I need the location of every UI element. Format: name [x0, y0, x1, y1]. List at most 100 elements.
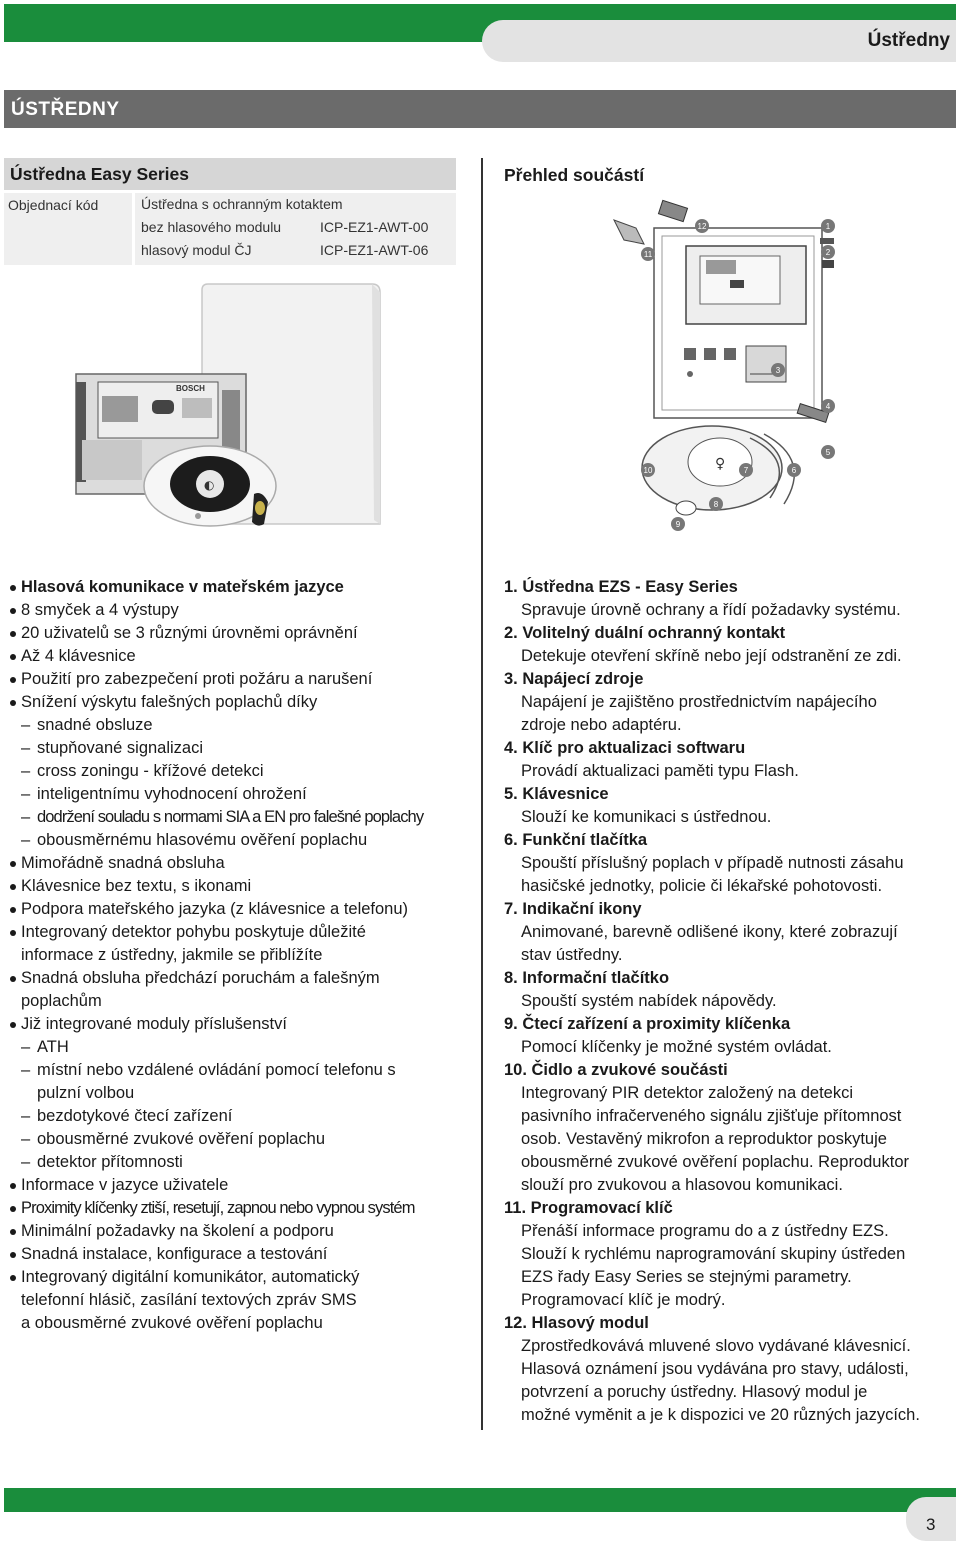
part-title: 1. Ústředna EZS - Easy Series — [504, 578, 738, 596]
part-description: EZS řady Easy Series se stejnými paramet… — [521, 1268, 852, 1286]
footer-band — [4, 1488, 956, 1512]
part-description: Programovací klíč je modrý. — [521, 1291, 726, 1309]
part-title: 9. Čtecí zařízení a proximity klíčenka — [504, 1015, 791, 1033]
callout-5: 5 — [826, 448, 831, 457]
order-values-cell: Ústředna s ochranným kotaktem bez hlasov… — [135, 193, 456, 265]
feature-text: místní nebo vzdálené ovládání pomocí tel… — [37, 1061, 396, 1079]
feature-item: 20 uživatelů se 3 různými úrovněmi opráv… — [10, 622, 470, 645]
feature-text: telefonní hlásič, zasílání textových zpr… — [21, 1291, 357, 1309]
feature-text: Podpora mateřského jazyka (z klávesnice … — [21, 900, 409, 918]
svg-text:◐: ◐ — [204, 478, 214, 492]
part-description: Napájení je zajištěno prostřednictvím na… — [521, 693, 877, 711]
part-description: Integrovaný PIR detektor založený na det… — [521, 1084, 854, 1102]
callout-9: 9 — [676, 520, 681, 529]
parts-heading: Přehled součástí — [504, 165, 645, 185]
feature-item: cross zoningu - křížové detekci — [10, 760, 470, 783]
feature-item: telefonní hlásič, zasílání textových zpr… — [10, 1289, 470, 1312]
feature-item: místní nebo vzdálené ovládání pomocí tel… — [10, 1059, 470, 1082]
feature-text: Hlasová komunikace v mateřském jazyce — [21, 578, 344, 596]
feature-text: Proximity klíčenky ztiší, resetují, zapn… — [21, 1199, 415, 1217]
part-description: možné vyměnit a je k dispozici ve 20 růz… — [521, 1406, 920, 1424]
feature-item: 8 smyček a 4 výstupy — [10, 599, 470, 622]
part-description: Spravuje úrovně ochrany a řídí požadavky… — [521, 601, 901, 619]
part-title: 2. Volitelný duální ochranný kontakt — [504, 624, 786, 642]
part-description: Přenáší informace programu do a z ústřed… — [521, 1222, 889, 1240]
feature-text: obousměrnému hlasovému ověření poplachu — [37, 831, 368, 849]
product-title: Ústředna Easy Series — [10, 164, 189, 184]
part-title: 7. Indikační ikony — [504, 900, 642, 918]
callout-7: 7 — [744, 466, 749, 475]
feature-item: Mimořádně snadná obsluha — [10, 852, 470, 875]
feature-item: Proximity klíčenky ztiší, resetují, zapn… — [10, 1197, 470, 1220]
brand-label: BOSCH — [176, 384, 205, 393]
order-label-cell: Objednací kód — [4, 193, 132, 265]
part-description: Spouští systém nabídek nápovědy. — [521, 992, 777, 1010]
page-number-tab: 3 — [906, 1497, 956, 1541]
callout-12: 12 — [698, 222, 707, 231]
feature-text: Integrovaný detektor pohybu poskytuje dů… — [21, 923, 366, 941]
feature-text: informace z ústředny, jakmile se přiblíž… — [21, 946, 323, 964]
feature-item: pulzní volbou — [10, 1082, 470, 1105]
callout-6: 6 — [792, 466, 797, 475]
feature-text: detektor přítomnosti — [37, 1153, 183, 1171]
callout-3: 3 — [776, 366, 781, 375]
header-title: Ústředny — [867, 30, 950, 51]
feature-item: detektor přítomnosti — [10, 1151, 470, 1174]
part-description: hasičské jednotky, policie či lékařské p… — [521, 877, 883, 895]
feature-text: dodržení souladu s normami SIA a EN pro … — [37, 808, 424, 826]
feature-item: ATH — [10, 1036, 470, 1059]
part-description: Slouží ke komunikaci s ústřednou. — [521, 808, 772, 826]
feature-item: dodržení souladu s normami SIA a EN pro … — [10, 806, 470, 829]
part-title: 11. Programovací klíč — [504, 1199, 673, 1217]
callout-4: 4 — [826, 402, 831, 411]
part-description: potvrzení a poruchy ústředny. Hlasový mo… — [521, 1383, 868, 1401]
feature-list: Hlasová komunikace v mateřském jazyce 8 s… — [10, 576, 470, 1335]
feature-text: Snadná obsluha předchází poruchám a fale… — [21, 969, 380, 987]
feature-text: 20 uživatelů se 3 různými úrovněmi opráv… — [21, 624, 358, 642]
feature-text: snadné obsluze — [37, 716, 153, 734]
feature-item: Použití pro zabezpečení proti požáru a n… — [10, 668, 470, 691]
feature-item: Klávesnice bez textu, s ikonami — [10, 875, 470, 898]
feature-item: Snížení výskytu falešných poplachů díky — [10, 691, 470, 714]
callout-2: 2 — [826, 248, 831, 257]
product-heading: Ústředna Easy Series — [4, 158, 456, 190]
feature-item: Hlasová komunikace v mateřském jazyce — [10, 576, 470, 599]
section-bar: ÚSTŘEDNY — [4, 90, 956, 128]
part-description: zdroje nebo adaptéru. — [521, 716, 682, 734]
part-description: Zprostředkovává mluvené slovo vydávané k… — [521, 1337, 911, 1355]
column-divider — [481, 158, 483, 1430]
feature-item: Integrovaný detektor pohybu poskytuje dů… — [10, 921, 470, 944]
feature-text: 8 smyček a 4 výstupy — [21, 601, 179, 619]
part-title: 12. Hlasový modul — [504, 1314, 649, 1332]
part-description: Pomocí klíčenky je možné systém ovládat. — [521, 1038, 832, 1056]
page-number: 3 — [926, 1515, 936, 1534]
part-description: Hlasová oznámení jsou vydávána pro stavy… — [521, 1360, 909, 1378]
callout-8: 8 — [714, 500, 719, 509]
feature-item: obousměrné zvukové ověření poplachu — [10, 1128, 470, 1151]
variant-code: ICP-EZ1-AWT-06 — [320, 242, 429, 258]
feature-text: cross zoningu - křížové detekci — [37, 762, 264, 780]
feature-text: a obousměrné zvukové ověření poplachu — [21, 1314, 323, 1332]
feature-text: pulzní volbou — [37, 1084, 135, 1102]
feature-item: obousměrnému hlasovému ověření poplachu — [10, 829, 470, 852]
feature-text: stupňované signalizaci — [37, 739, 204, 757]
order-description: Ústředna s ochranným kotaktem — [141, 196, 343, 212]
feature-item: Minimální požadavky na školení a podporu — [10, 1220, 470, 1243]
part-description: Provádí aktualizaci paměti typu Flash. — [521, 762, 799, 780]
part-title: 10. Čidlo a zvukové součásti — [504, 1061, 728, 1079]
feature-text: poplachům — [21, 992, 102, 1010]
feature-text: obousměrné zvukové ověření poplachu — [37, 1130, 326, 1148]
feature-text: Klávesnice bez textu, s ikonami — [21, 877, 252, 895]
part-description: Animované, barevně odlišené ikony, které… — [521, 923, 898, 941]
feature-text: Snížení výskytu falešných poplachů díky — [21, 693, 318, 711]
feature-item: Snadná obsluha předchází poruchám a fale… — [10, 967, 470, 990]
feature-item: poplachům — [10, 990, 470, 1013]
feature-text: Informace v jazyce uživatele — [21, 1176, 229, 1194]
order-label: Objednací kód — [8, 197, 99, 213]
variant-name: bez hlasového modulu — [141, 219, 282, 235]
svg-text:♀: ♀ — [715, 456, 725, 472]
callout-1: 1 — [826, 222, 831, 231]
part-title: 8. Informační tlačítko — [504, 969, 670, 987]
feature-item: informace z ústředny, jakmile se přiblíž… — [10, 944, 470, 967]
